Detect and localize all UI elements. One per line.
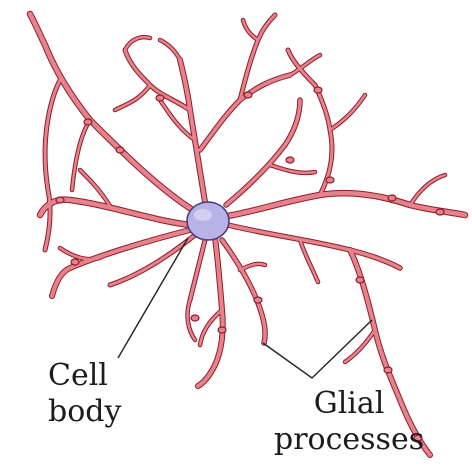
glial-process-outline (410, 175, 445, 205)
process-varicosity (314, 87, 322, 93)
cell-body (187, 202, 229, 240)
process-varicosity (384, 367, 392, 373)
glial-process (190, 240, 205, 300)
process-varicosity (116, 147, 124, 153)
glial-process (300, 240, 318, 282)
process-varicosity (56, 197, 64, 203)
cell-body-label: Cell body (48, 358, 121, 430)
process-varicosity (356, 277, 364, 283)
process-varicosity (218, 327, 226, 333)
glial-processes-label-line-1: Glial (274, 386, 424, 422)
process-varicosity (254, 297, 262, 303)
glial-processes-label: Glial processes (274, 386, 424, 458)
cell-body-highlight (194, 209, 212, 221)
glial-process (228, 225, 400, 268)
glial-process (160, 40, 180, 60)
glial-process (40, 200, 190, 225)
process-varicosity (244, 92, 252, 98)
process-varicosity (326, 177, 334, 183)
process-varicosity (286, 157, 294, 163)
glial-process (228, 193, 465, 216)
glial-processes-bracket (263, 320, 372, 378)
process-varicosity (388, 195, 396, 201)
glial-process (226, 100, 300, 205)
glial-process-outline (226, 100, 300, 205)
leader-lines (118, 238, 372, 378)
glial-process (330, 95, 365, 130)
glial-process (222, 240, 265, 343)
cell-body-label-line-2: body (48, 394, 121, 430)
cell-body-label-line-1: Cell (48, 358, 121, 394)
process-varicosity (71, 259, 79, 265)
process-varicosity (156, 95, 164, 101)
process-varicosity (84, 119, 92, 125)
glial-process-outline (222, 240, 265, 343)
cell-body-leader-line (118, 238, 188, 358)
process-varicosity (436, 209, 444, 215)
glial-processes-label-line-2: processes (274, 422, 424, 458)
glial-process-outline (228, 193, 465, 216)
process-varicosity (191, 315, 199, 321)
glial-process-outline (45, 80, 60, 250)
